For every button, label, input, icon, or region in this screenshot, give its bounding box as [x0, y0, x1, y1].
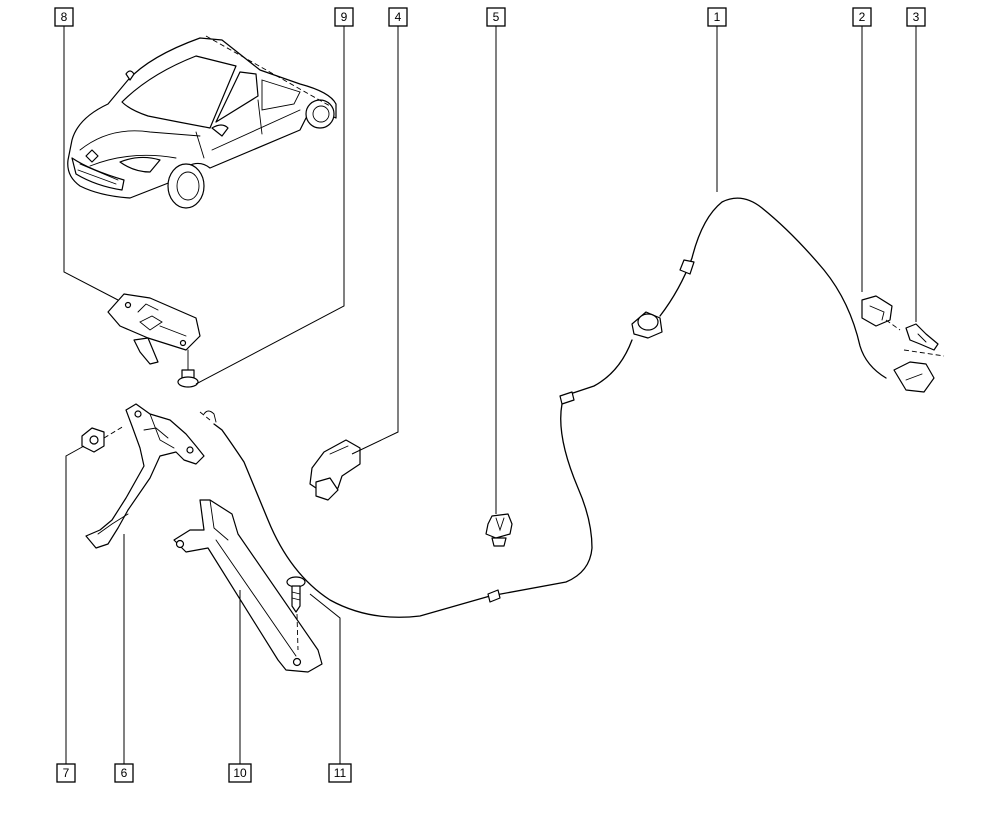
leader-lines	[63, 24, 917, 766]
callout-3: 3	[906, 7, 926, 27]
screw-icon	[286, 576, 306, 651]
push-clip-icon	[485, 513, 513, 547]
callout-number: 8	[61, 10, 68, 24]
cable-clip-icon	[861, 295, 901, 331]
callout-number: 9	[341, 10, 348, 24]
screw-icon	[903, 323, 945, 357]
callout-11: 11	[328, 763, 352, 783]
callout-4: 4	[388, 7, 408, 27]
callout-8: 8	[54, 7, 74, 27]
callout-9: 9	[334, 7, 354, 27]
support-bracket-icon	[173, 499, 323, 673]
callout-10: 10	[228, 763, 252, 783]
callout-number: 10	[233, 766, 247, 780]
vehicle-location-icon	[67, 35, 337, 209]
callout-6: 6	[114, 763, 134, 783]
callout-number: 7	[63, 766, 70, 780]
callout-number: 5	[493, 10, 500, 24]
callout-7: 7	[56, 763, 76, 783]
release-lever-icon	[85, 403, 211, 549]
release-cable-icon	[203, 197, 935, 618]
callout-number: 6	[121, 766, 128, 780]
callout-number: 11	[334, 766, 347, 780]
callout-number: 4	[395, 10, 402, 24]
callout-number: 3	[913, 10, 920, 24]
nut-icon	[81, 425, 125, 453]
mounting-bracket-icon	[107, 293, 201, 365]
callout-number: 1	[714, 10, 721, 24]
cable-retainer-icon	[309, 439, 361, 501]
callout-2: 2	[852, 7, 872, 27]
callout-1: 1	[707, 7, 727, 27]
callout-number: 2	[859, 10, 866, 24]
bolt-icon	[177, 349, 199, 388]
callout-5: 5	[486, 7, 506, 27]
